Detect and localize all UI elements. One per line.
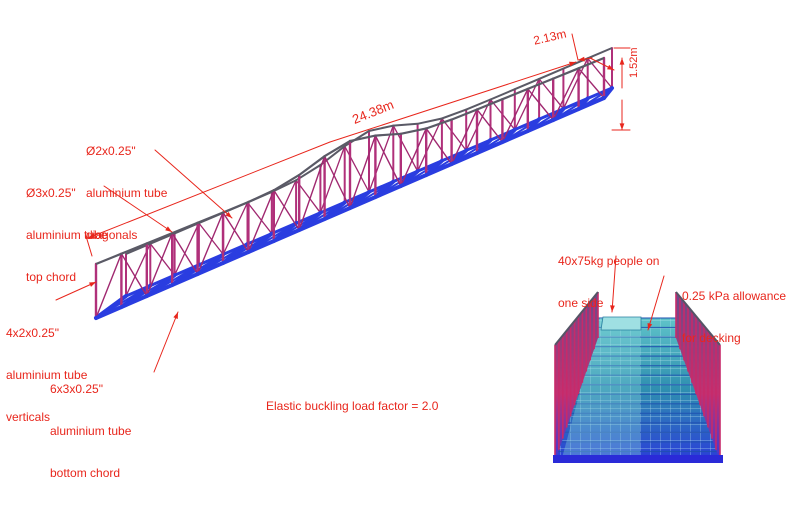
width-ext-a <box>571 33 579 61</box>
leader-bottom-chord <box>153 311 179 373</box>
right-railing <box>676 292 720 461</box>
callout-diagonals-material: aluminium tube <box>86 186 168 200</box>
callout-people-load-line1: 40x75kg people on <box>558 254 660 268</box>
bridge-end-view <box>553 291 723 463</box>
height-dim-bottom-head <box>619 123 625 130</box>
front-diagonal <box>222 211 250 253</box>
callout-verticals-material: aluminium tube <box>6 368 88 382</box>
front-top-chord <box>95 56 605 266</box>
leader-top-chord <box>103 185 173 233</box>
front-diagonal <box>425 127 453 165</box>
leader-bottom-chord-head <box>173 312 178 319</box>
right-rail-top <box>675 291 721 346</box>
leader-people-head <box>610 305 615 312</box>
length-dim-left-head <box>88 233 95 238</box>
callout-decking-load-line2: for decking <box>682 331 741 345</box>
back-diagonal <box>344 145 370 193</box>
front-diagonal <box>501 88 529 143</box>
leader-top-chord-head <box>165 226 172 232</box>
callout-diagonals-size: Ø2x0.25" <box>86 144 136 158</box>
callout-bottom-chord: 6x3x0.25" aluminium tube bottom chord <box>50 354 131 507</box>
front-diagonal <box>374 134 402 187</box>
leader-diagonals <box>154 149 233 219</box>
deck-grid <box>555 318 720 461</box>
callout-decking-load-line1: 0.25 kPa allowance <box>682 289 787 303</box>
callout-verticals-size: 4x2x0.25" <box>6 326 59 340</box>
front-diagonal <box>349 134 377 209</box>
front-diagonal <box>120 252 148 297</box>
leader-decking <box>647 275 665 331</box>
front-diagonal <box>577 67 605 99</box>
callout-people-load: 40x75kg people on one side <box>558 226 659 338</box>
front-diagonal <box>552 67 580 121</box>
width-dim-right-head <box>607 64 614 70</box>
truss-bridge <box>94 47 614 320</box>
back-diagonal <box>416 117 443 172</box>
back-diagonal <box>441 117 467 152</box>
left-rail-top <box>554 291 599 346</box>
front-diagonal <box>476 108 504 143</box>
length-dim-right <box>329 61 577 143</box>
front-diagonal <box>273 189 300 231</box>
leader-diagonals-head <box>225 211 232 218</box>
callout-top-chord-size: Ø3x0.25" <box>26 186 76 200</box>
front-diagonal <box>527 88 554 121</box>
back-diagonal <box>149 243 176 276</box>
back-diagonal <box>368 124 394 193</box>
back-diagonal <box>465 98 492 152</box>
callout-top-chord-material: aluminium tube <box>26 228 108 242</box>
back-diagonal <box>246 201 273 235</box>
callout-diagonals: Ø2x0.25" aluminium tube diagonals <box>86 116 167 270</box>
end-floor-beam <box>553 455 723 463</box>
callout-decking-load: 0.25 kPa allowance for decking <box>682 261 786 373</box>
leader-people <box>611 255 617 313</box>
back-diagonal <box>538 78 565 110</box>
callout-verticals-member: verticals <box>6 410 51 424</box>
length-dim-right-head <box>569 61 576 67</box>
length-dim-left <box>87 141 331 239</box>
back-diagonal <box>173 222 200 276</box>
leader-decking-head <box>647 323 653 330</box>
front-diagonal <box>298 155 326 231</box>
callout-top-chord: Ø3x0.25" aluminium tube top chord <box>26 158 107 312</box>
front-diagonal <box>247 189 275 253</box>
callout-people-load-line2: one side <box>558 296 604 310</box>
width-dim-left-head <box>578 56 585 62</box>
back-diagonal <box>198 222 224 256</box>
callout-top-chord-member: top chord <box>26 270 77 284</box>
callout-verticals: 4x2x0.25" aluminium tube verticals <box>6 298 87 452</box>
front-diagonal <box>171 232 199 275</box>
callout-bottom-chord-size: 6x3x0.25" <box>50 382 103 396</box>
buckling-load-factor: Elastic buckling load factor = 2.0 <box>266 399 439 413</box>
height-dim-top-head <box>619 58 625 65</box>
back-diagonal <box>222 201 249 256</box>
length-ext-left <box>85 235 93 257</box>
callout-bottom-chord-member: bottom chord <box>50 466 121 480</box>
leader-verticals <box>55 281 97 301</box>
front-bottom-chord <box>94 96 606 320</box>
people-load-block <box>600 316 642 331</box>
front-diagonal <box>450 108 478 165</box>
front-diagonal <box>323 155 351 209</box>
front-diagonal <box>95 252 123 319</box>
annotation-leaders <box>55 33 665 373</box>
height-dimension: 1.52m <box>628 47 640 78</box>
people-load-area <box>562 318 640 458</box>
front-diagonal <box>196 211 224 275</box>
leader-verticals-head <box>89 282 96 287</box>
callout-diagonals-member: diagonals <box>86 228 138 242</box>
front-diagonal <box>400 127 427 187</box>
front-diagonal <box>146 232 173 297</box>
callout-bottom-chord-material: aluminium tube <box>50 424 132 438</box>
left-railing <box>555 292 598 461</box>
